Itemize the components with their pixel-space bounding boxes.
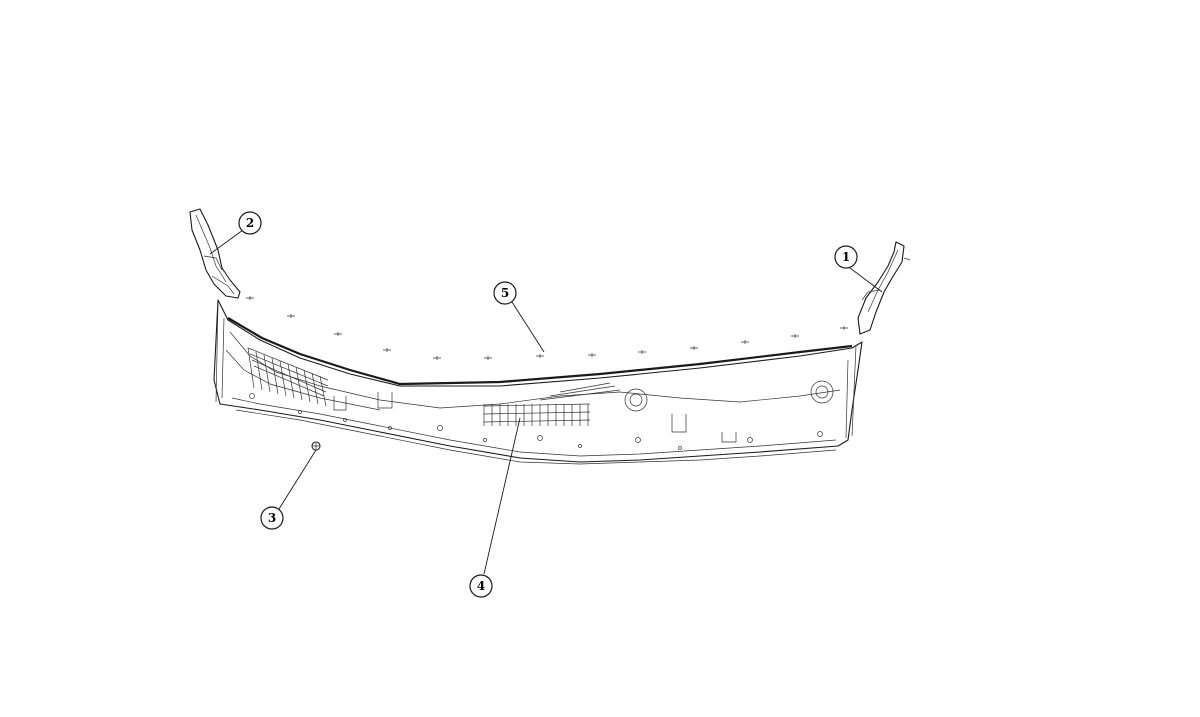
right-end-cap-part <box>857 241 911 335</box>
left-louver-grille <box>247 347 329 407</box>
callout-2: 2 <box>238 211 262 235</box>
callout-1: 1 <box>834 245 858 269</box>
callout-5-label: 5 <box>501 286 509 300</box>
cowl-panel-part <box>213 299 863 465</box>
screw-fastener-part <box>311 441 321 451</box>
callout-1-label: 1 <box>842 250 850 264</box>
seal-clip-row <box>246 296 848 360</box>
callout-3: 3 <box>260 506 284 530</box>
callout-4-label: 4 <box>477 579 485 593</box>
callout-leaders <box>209 229 883 575</box>
callout-3-label: 3 <box>268 511 276 525</box>
callout-2-label: 2 <box>246 216 254 230</box>
panel-fastener-holes <box>249 393 823 450</box>
center-louver-grille <box>483 382 621 426</box>
callout-4: 4 <box>469 574 493 598</box>
callout-5: 5 <box>493 281 517 305</box>
left-end-cap-part <box>189 208 241 299</box>
